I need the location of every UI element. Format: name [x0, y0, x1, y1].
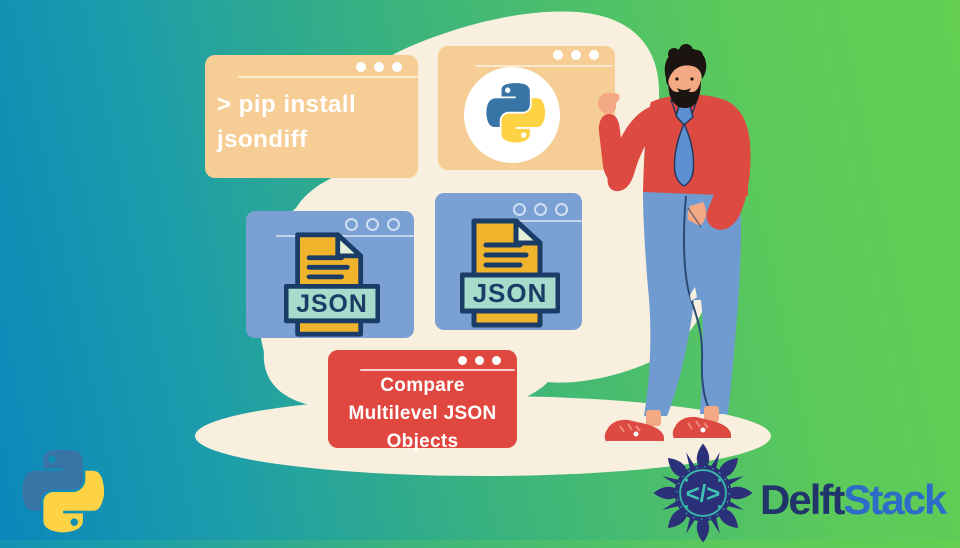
json-window-card-right: JSON	[435, 193, 582, 330]
eye	[675, 77, 679, 81]
terminal-window-card: > pip install jsondiff	[205, 55, 418, 178]
tie	[673, 123, 695, 187]
raised-arm	[607, 104, 666, 192]
window-divider	[238, 76, 418, 78]
compare-title-text: Compare Multilevel JSON Objects	[328, 372, 517, 456]
json-file-label: JSON	[473, 278, 548, 308]
json-file-icon: JSON	[460, 218, 560, 328]
shoe-dot	[700, 427, 706, 433]
title-line: Compare	[380, 375, 465, 396]
compare-title-card: Compare Multilevel JSON Objects	[328, 350, 517, 452]
ankle	[646, 410, 661, 426]
wordmark-delft: Delft	[760, 476, 845, 523]
ankle	[704, 406, 719, 422]
title-line: Objects	[386, 431, 459, 452]
hair-curl	[668, 48, 680, 60]
pocket-hand	[687, 202, 707, 226]
code-symbol: </>	[686, 480, 720, 507]
python-window-card	[438, 46, 615, 170]
title-line: Multilevel JSON	[348, 403, 497, 424]
python-logo-badge	[464, 67, 560, 163]
terminal-command-text: > pip install jsondiff	[217, 91, 357, 153]
delftstack-wordmark: DelftStack	[760, 474, 947, 526]
wordmark-stack: Stack	[843, 476, 947, 523]
tie-knot	[675, 105, 694, 126]
shoe-right	[672, 416, 731, 440]
right-arm	[706, 99, 751, 230]
beard	[668, 80, 701, 108]
shoe-laces	[619, 423, 641, 433]
json-file-icon: JSON	[284, 232, 380, 337]
shoe-dot	[633, 431, 639, 437]
hair-curl	[679, 44, 693, 58]
window-dots-icon	[356, 62, 402, 72]
json-window-card-left: JSON	[246, 211, 414, 338]
pocket-line	[687, 207, 702, 228]
window-divider	[475, 65, 613, 67]
jeans-highlight	[690, 287, 697, 301]
python-icon	[486, 83, 545, 143]
eye	[690, 77, 694, 81]
window-divider	[360, 369, 515, 371]
delftstack-logo: </> DelftStack	[648, 438, 947, 548]
window-dots-icon	[553, 50, 599, 60]
mustache	[677, 88, 691, 95]
window-dots-icon	[513, 203, 568, 216]
window-dots-icon	[345, 218, 400, 231]
hair-curl	[691, 50, 703, 62]
collar	[670, 99, 698, 115]
delftstack-emblem-icon: </>	[653, 443, 753, 543]
jeans	[643, 190, 741, 416]
python-logo-icon	[22, 449, 104, 533]
man-body	[597, 44, 751, 446]
json-file-label: JSON	[296, 291, 367, 318]
shirt-torso	[643, 94, 748, 196]
neck	[676, 88, 692, 104]
jeans-seam	[682, 195, 712, 414]
hair	[664, 48, 707, 85]
face	[668, 56, 701, 103]
shoe-laces	[687, 420, 709, 430]
window-dots-icon	[458, 356, 501, 365]
